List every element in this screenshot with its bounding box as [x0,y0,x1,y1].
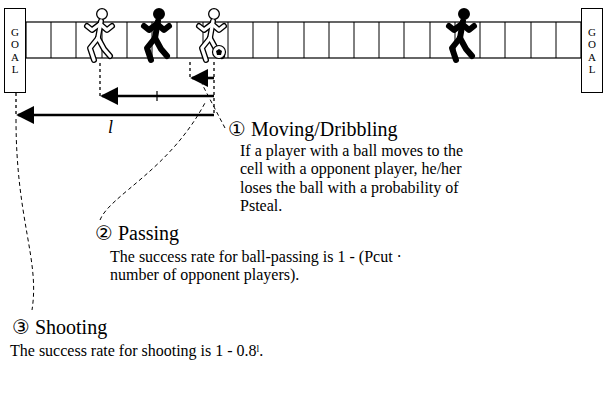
goal-box: GOAL [4,8,26,93]
callout-note: If a player with a ball moves to the cel… [240,142,490,216]
goal-label: GOAL [587,26,598,74]
goal-box: GOAL [581,8,603,93]
callout-heading: ② Passing [95,222,179,245]
length-label: l [106,117,115,138]
goal-label: GOAL [10,26,21,74]
white-player [87,11,112,60]
callout-heading: ③ Shooting [12,316,107,339]
white-player-with-ball [199,11,224,60]
black-player [449,11,474,60]
soccer-ball [213,46,226,59]
field-cells [51,22,556,58]
callout-heading: ① Moving/Dribbling [228,118,398,141]
black-player [144,11,169,60]
callout-note: The success rate for ball-passing is 1 -… [110,248,410,285]
move-arrows [18,78,214,115]
guide-lines [16,62,214,115]
callout-note: The success rate for shooting is 1 - 0.8… [10,342,450,360]
